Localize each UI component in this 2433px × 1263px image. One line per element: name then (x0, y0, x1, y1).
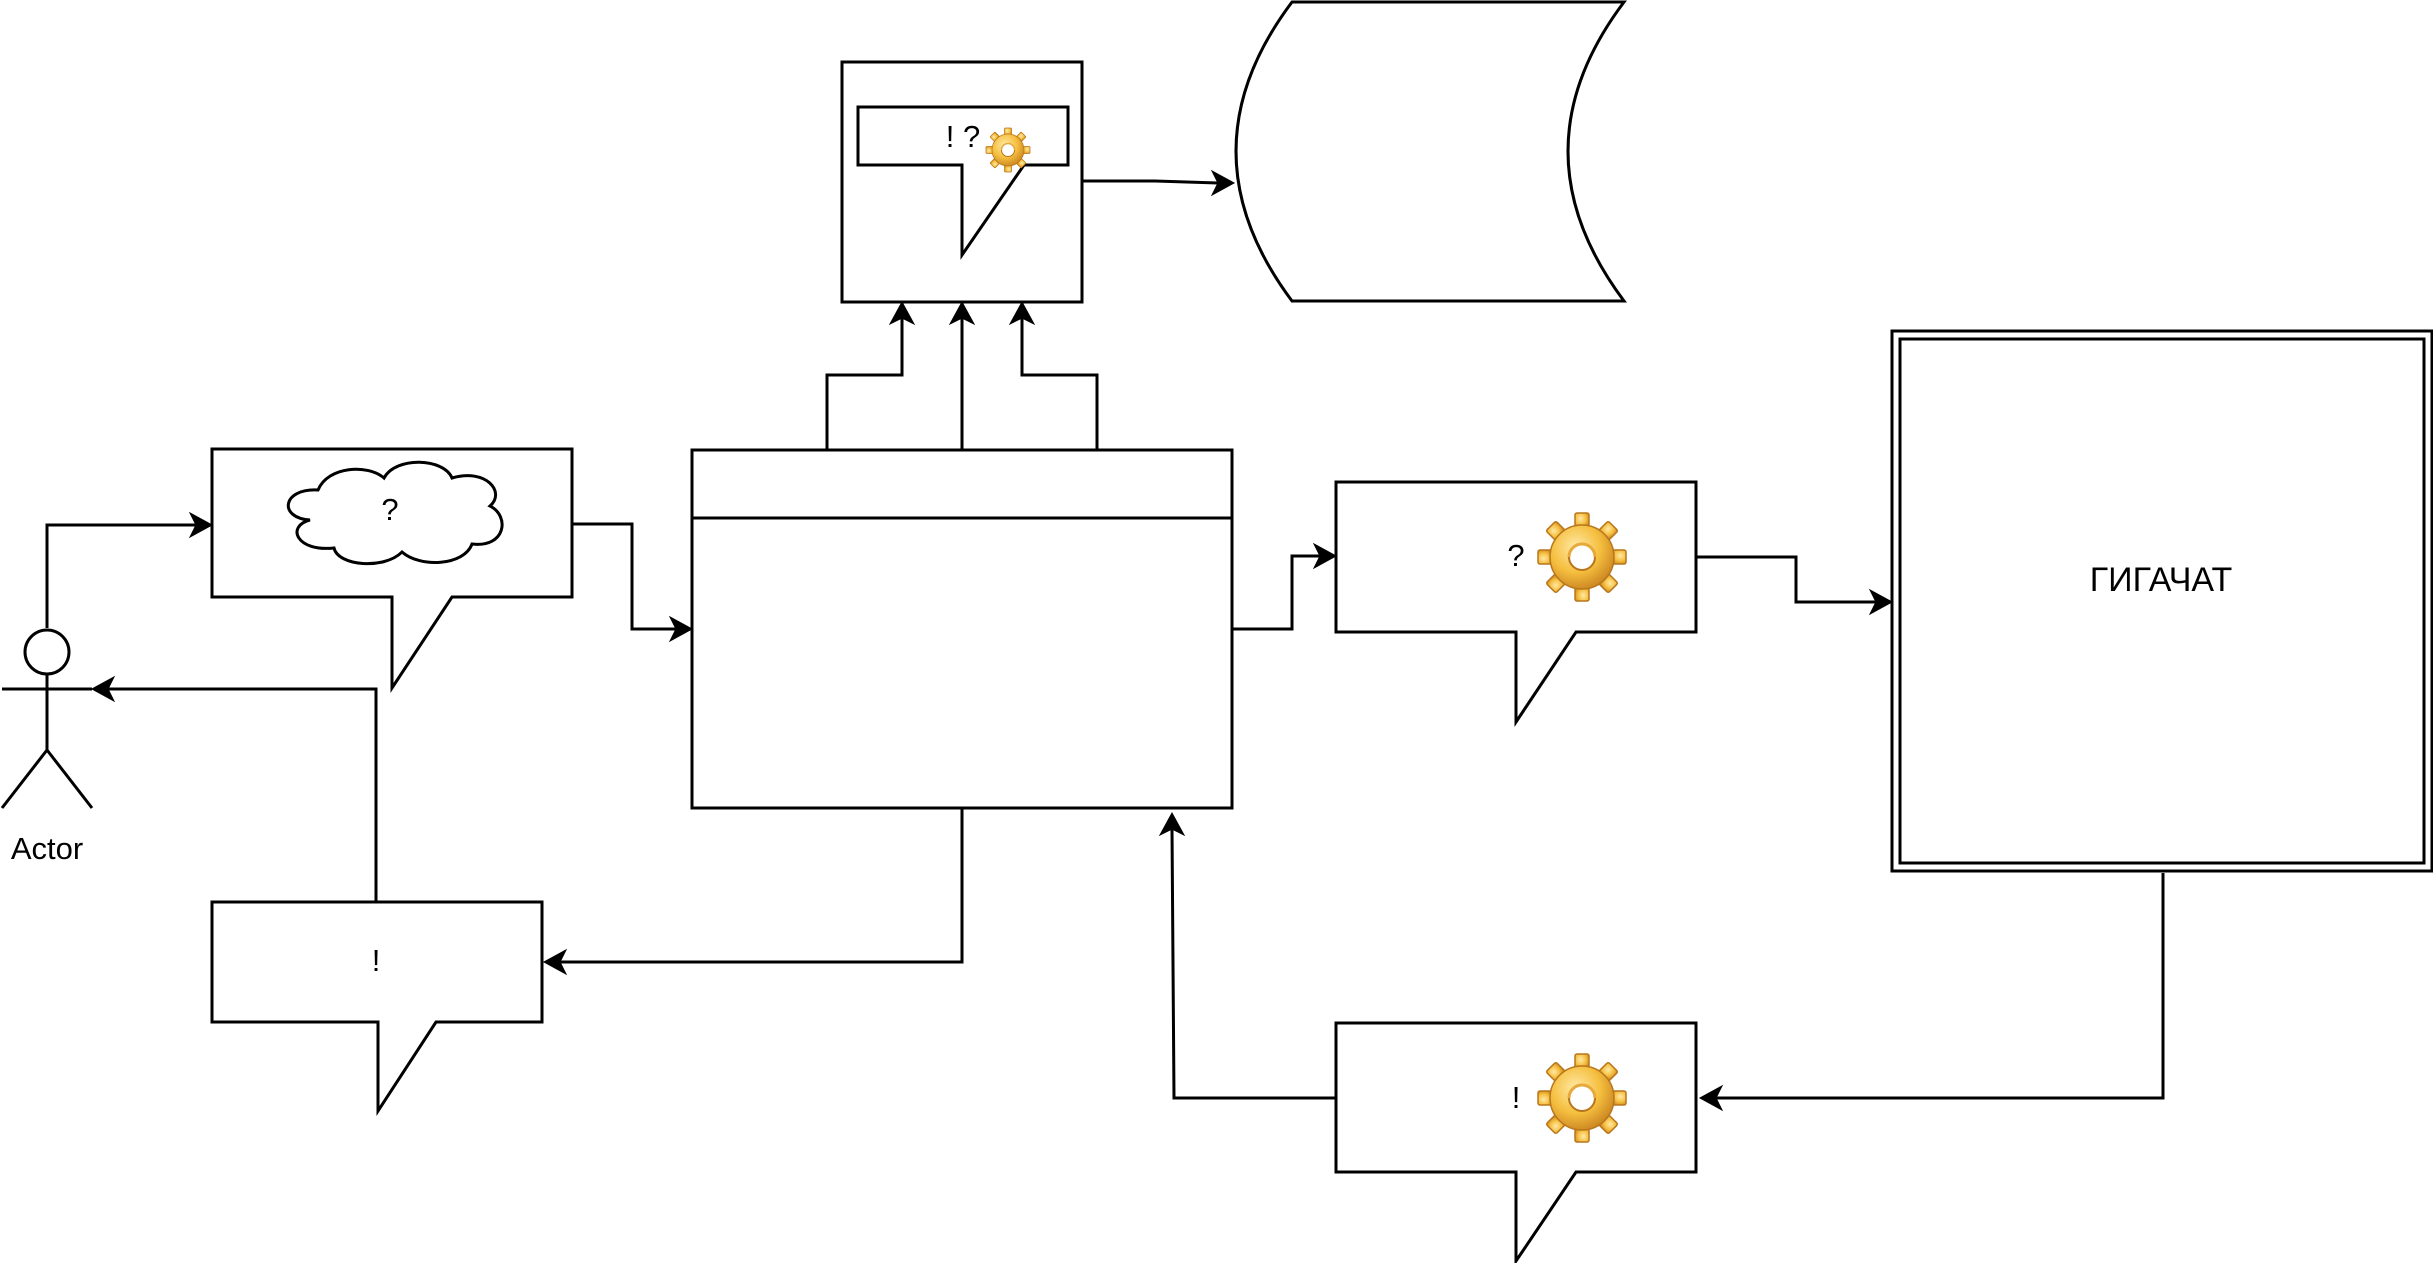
arrowhead (90, 675, 116, 703)
request-callout: ? (1334, 480, 1698, 727)
arrowhead (542, 948, 568, 976)
gear-icon (1536, 1052, 1628, 1144)
connector-processor-to-request (1232, 554, 1320, 631)
gigachat-label: ГИГАЧАТ (2090, 561, 2232, 599)
arrowhead (1158, 811, 1186, 837)
arrowhead (1868, 588, 1894, 616)
connector-gigachat-to-response (1716, 873, 2165, 1100)
store-box: ! ? (840, 60, 1084, 304)
actor-figure (0, 628, 94, 809)
gear-icon (985, 127, 1031, 173)
arrowhead (1698, 1084, 1724, 1112)
connector-question-to-processor (572, 522, 676, 631)
actor-label: Actor (11, 831, 83, 866)
response-callout: ! (1334, 1021, 1698, 1263)
connector-response-to-processor (1170, 828, 1336, 1100)
gear-icon (1536, 511, 1628, 603)
cloud-icon (287, 460, 504, 566)
answer-callout: ! (210, 900, 544, 1117)
connector-processor-to-store-left (825, 318, 904, 450)
arrowhead (1008, 300, 1036, 326)
response-mark: ! (1512, 1080, 1521, 1115)
connector-answer-to-actor (108, 687, 378, 902)
connector-processor-to-store-right (1020, 318, 1099, 450)
actor-right-leg (45, 749, 94, 809)
arrowhead (1210, 169, 1236, 197)
connector-request-to-gigachat (1696, 555, 1876, 604)
arrowhead (668, 615, 694, 643)
arrowhead (948, 300, 976, 326)
arrowhead (1312, 542, 1338, 570)
user-question-mark: ? (381, 492, 398, 527)
arrowhead (188, 511, 214, 539)
connector-store-to-data (1082, 179, 1219, 185)
answer-mark: ! (372, 943, 381, 978)
connector-processor-to-answer (560, 808, 964, 964)
actor-head (23, 628, 71, 676)
central-processor (690, 448, 1234, 810)
store-mark: ! ? (946, 119, 980, 154)
actor-left-leg (0, 749, 49, 809)
arrowhead (888, 300, 916, 326)
user-question-callout: ? (210, 447, 574, 693)
request-mark: ? (1507, 538, 1524, 573)
stored-data-shape (1234, 0, 1628, 303)
connector-actor-to-question (45, 523, 196, 628)
gigachat-block: ГИГАЧАТ (1890, 329, 2433, 873)
